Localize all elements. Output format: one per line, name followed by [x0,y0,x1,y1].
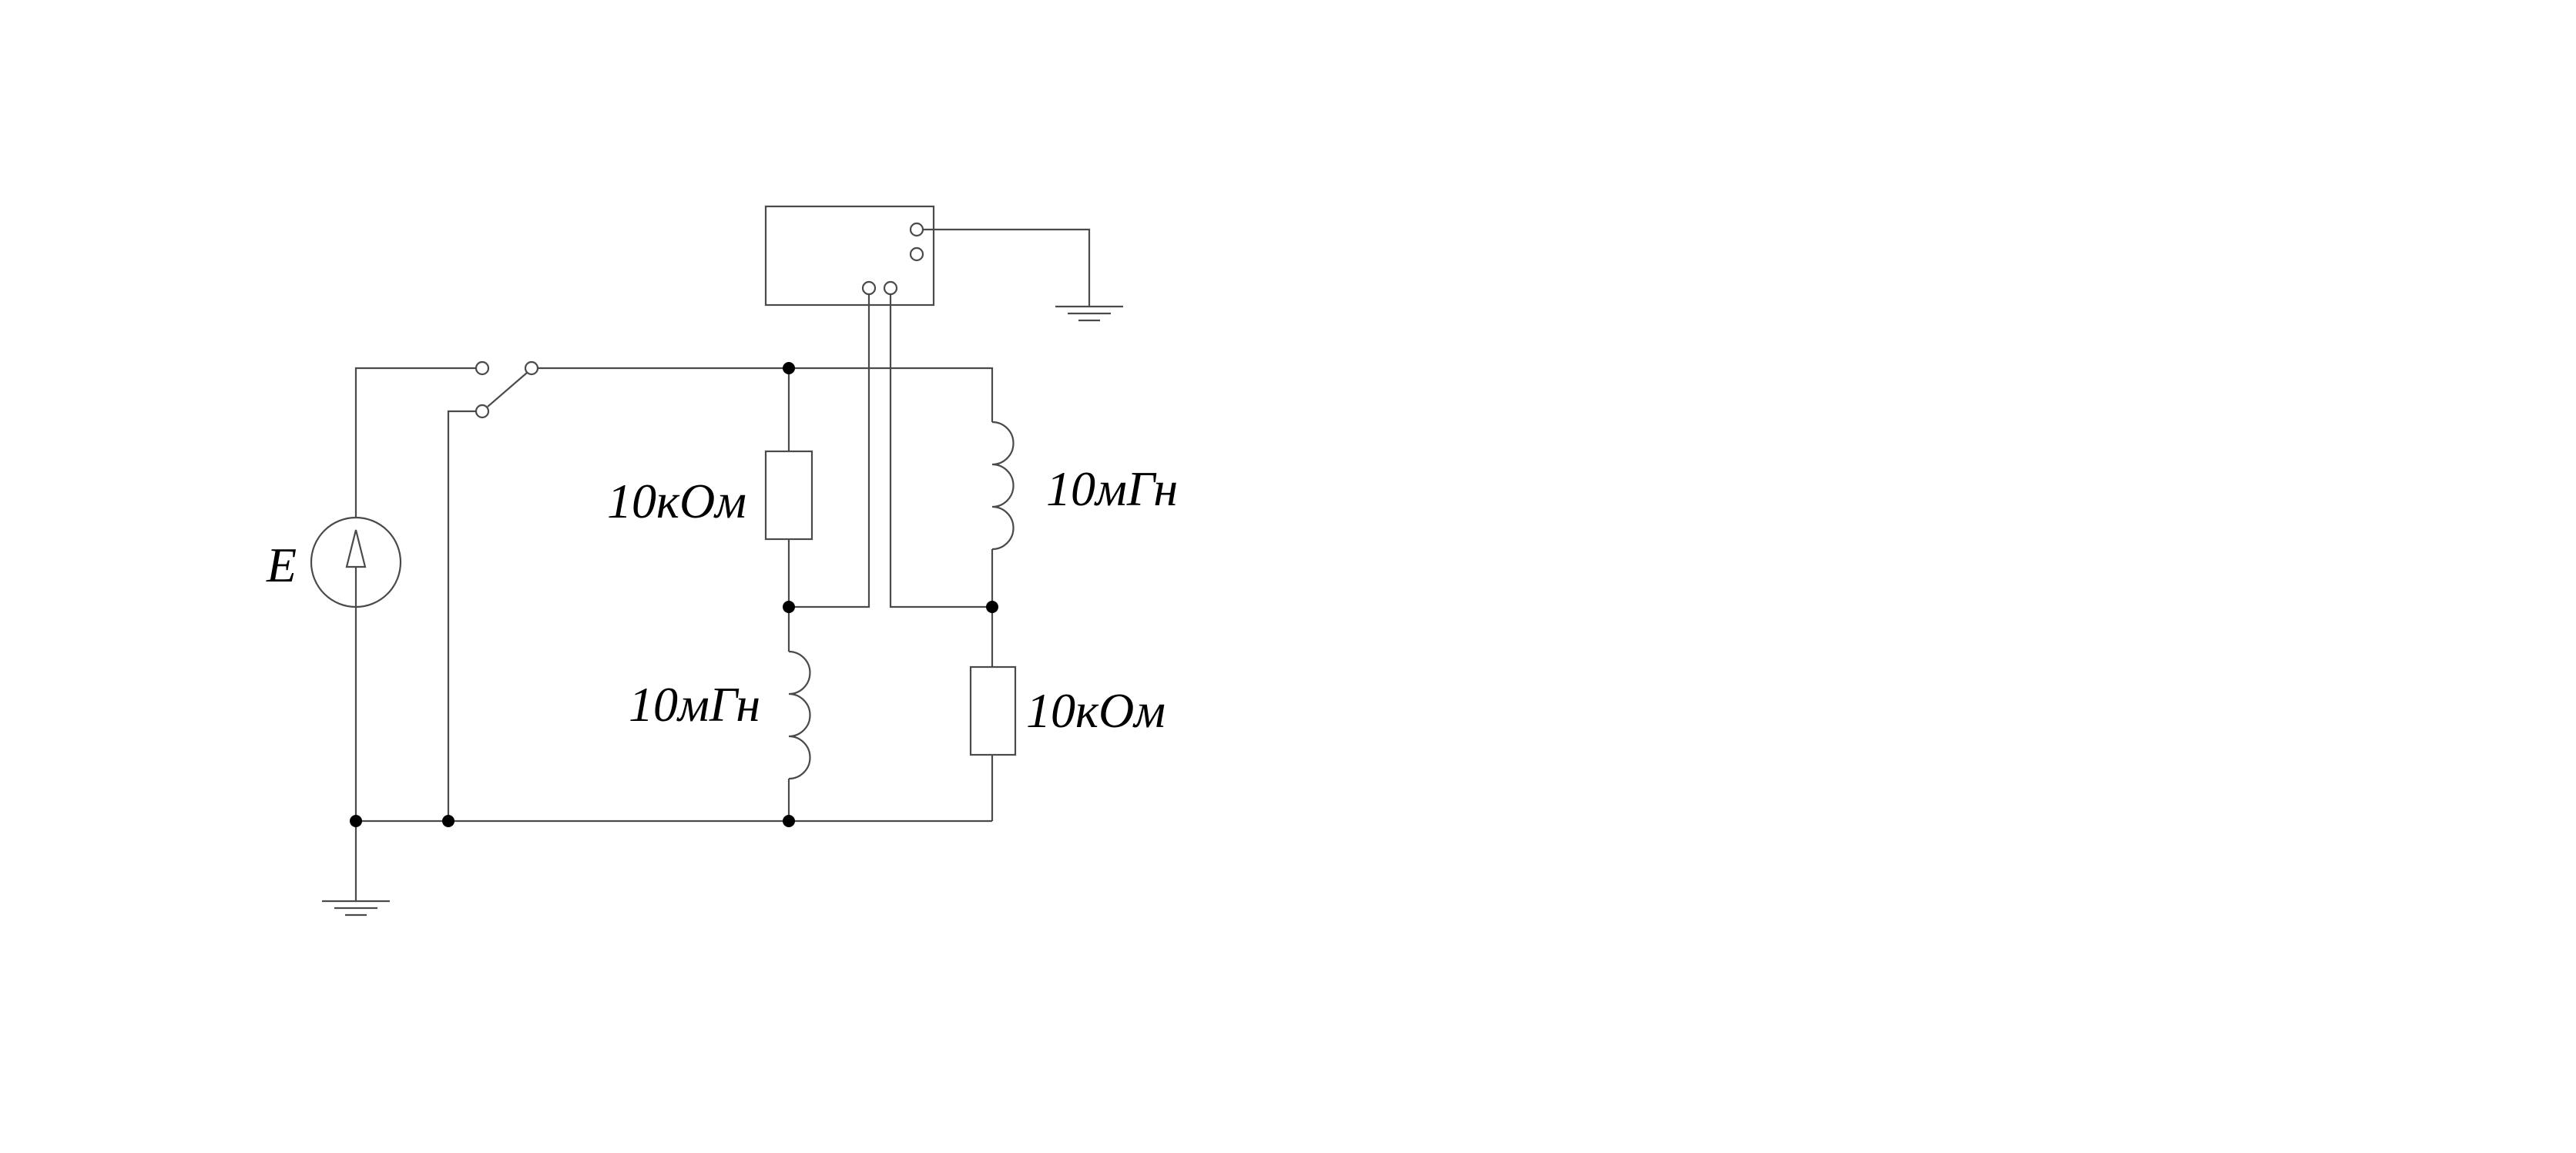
resistor-bottom-label: 10кОм [1026,683,1166,738]
junction-node-bottom-switch [442,815,454,827]
inductor-bottom-label: 10мГн [629,677,760,732]
switch-pivot [524,360,539,376]
instrument-terminal-aux [909,246,924,262]
instrument-terminal-ground [909,222,924,237]
instrument-terminal-1 [861,280,877,296]
inductor-right-label: 10мГн [1046,461,1178,516]
inductor-bottom [788,650,811,780]
switch-blade [487,372,528,407]
inductor-right [991,421,1015,551]
instrument-ground-wire [923,228,1091,307]
voltage-source [310,516,402,608]
resistor-top [764,450,813,541]
switch-return-wire [447,410,476,821]
instrument-box [764,205,935,307]
ground-symbol-instrument [1055,305,1123,322]
resistor-bottom [969,665,1017,756]
source-top-wire [354,367,476,516]
junction-node-bottom-source [350,815,362,827]
junction-node-right-mid [986,601,998,613]
source-label: E [266,538,297,592]
junction-node-top [783,362,795,374]
junction-node-left-mid [783,601,795,613]
junction-node-bottom-left-branch [783,815,795,827]
top-rail [538,367,994,422]
instrument-terminal-2 [883,280,898,296]
probe-wire-2 [889,294,991,608]
switch-contact-top [475,360,490,376]
switch [475,360,539,419]
resistor-top-label: 10кОм [607,474,746,528]
probe-wire-1 [789,294,870,608]
ground-symbol-main [322,900,390,917]
switch-contact-bottom [475,404,490,419]
